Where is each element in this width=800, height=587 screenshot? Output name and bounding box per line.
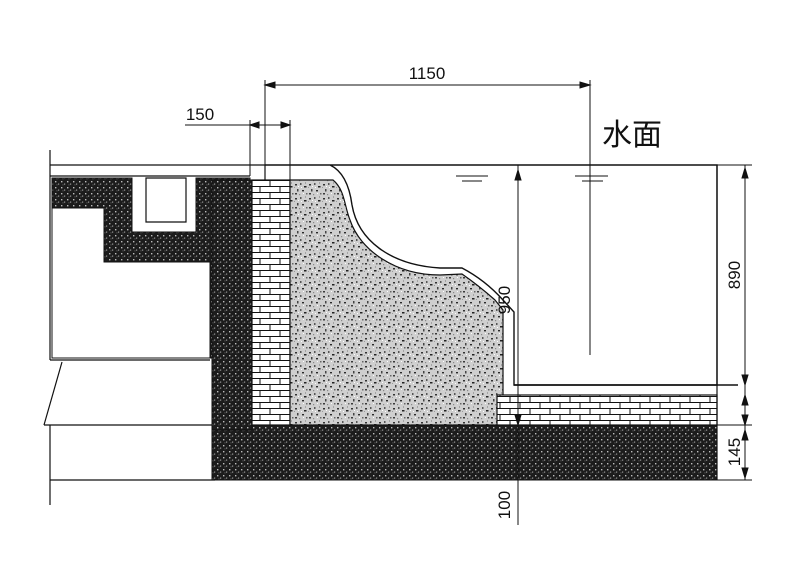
floor-brick: [496, 394, 718, 426]
base-slab: [211, 424, 718, 481]
deck-step-void: [51, 207, 211, 359]
water-surface-symbol: [456, 175, 608, 182]
pool-inner-profile: [265, 164, 718, 386]
left-deck: [43, 150, 265, 505]
rubble-fill: [289, 179, 504, 426]
wall-core: [211, 179, 253, 431]
dim-water-depth-label: 890: [725, 261, 744, 289]
dim-top-width: [263, 80, 592, 355]
dim-floor-offset-label: 100: [495, 491, 514, 519]
overflow-gutter: [145, 177, 187, 223]
water-surface-label: 水面: [602, 118, 662, 153]
brick-wall: [251, 179, 291, 426]
dim-wall-width: [185, 120, 292, 180]
dim-base-thickness-label: 145: [725, 438, 744, 466]
dim-top-width-label: 1150: [409, 64, 446, 83]
dim-water-depth: [717, 164, 752, 481]
dim-inner-depth-label: 950: [495, 286, 514, 314]
dim-inner-depth: [506, 165, 530, 525]
dim-wall-width-label: 150: [186, 105, 214, 124]
